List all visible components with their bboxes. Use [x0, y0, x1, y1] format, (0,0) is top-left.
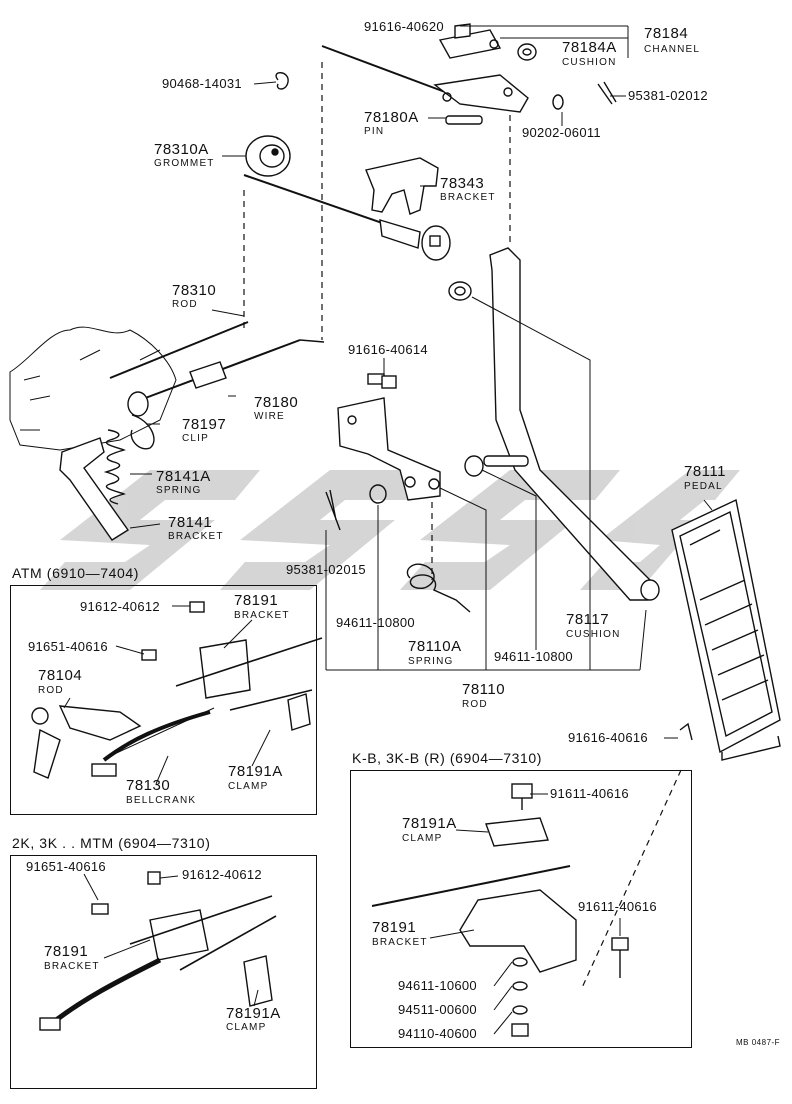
atm-caption-78191A: CLAMP	[228, 781, 269, 792]
pedal-78111	[671, 498, 781, 761]
label-91616-40620: 91616-40620	[364, 19, 444, 34]
atm-label-91612-40612: 91612-40612	[80, 599, 160, 614]
kb-label-94110-40600: 94110-40600	[398, 1026, 477, 1041]
caption-78180A: PIN	[364, 126, 385, 137]
label-90468-14031: 90468-14031	[162, 76, 242, 91]
atm-label-78191A: 78191A	[228, 763, 283, 780]
kb-label-94611-10600: 94611-10600	[398, 978, 477, 993]
caption-78110: ROD	[462, 699, 488, 710]
channel-assembly	[275, 23, 617, 125]
atm-label-91651-40616: 91651-40616	[28, 639, 108, 654]
mtm-caption-78191: BRACKET	[44, 961, 100, 972]
spring-78141A	[103, 429, 126, 505]
bracket-78343	[365, 157, 439, 215]
kb-box-title: K-B, 3K-B (R) (6904—7310)	[352, 750, 543, 766]
label-95381-02015: 95381-02015	[286, 562, 366, 577]
label-78184: 78184	[644, 25, 689, 42]
atm-caption-78104: ROD	[38, 685, 64, 696]
label-91616-40614: 91616-40614	[348, 342, 428, 357]
label-78343: 78343	[440, 175, 485, 192]
caption-78310: ROD	[172, 299, 198, 310]
kb-label-78191A: 78191A	[402, 815, 457, 832]
label-78184A: 78184A	[562, 39, 617, 56]
atm-label-78104: 78104	[38, 667, 83, 684]
kb-caption-78191A: CLAMP	[402, 833, 443, 844]
label-78310: 78310	[172, 282, 217, 299]
label-94611-10800-b: 94611-10800	[494, 649, 573, 664]
atm-caption-78130: BELLCRANK	[126, 795, 197, 806]
label-78310A: 78310A	[154, 141, 209, 158]
mtm-caption-78191A: CLAMP	[226, 1022, 267, 1033]
label-78117: 78117	[566, 611, 610, 628]
spring-78110A	[406, 563, 471, 613]
caption-78111: PEDAL	[684, 481, 723, 492]
label-78197: 78197	[182, 416, 227, 433]
caption-78343: BRACKET	[440, 192, 496, 203]
caption-78184A: CUSHION	[562, 57, 617, 68]
mtm-artwork	[39, 871, 277, 1031]
label-78111: 78111	[684, 463, 726, 480]
mtm-label-91612-40612: 91612-40612	[182, 867, 262, 882]
caption-78180: WIRE	[254, 411, 285, 422]
mtm-box	[10, 855, 317, 1089]
reference-code: MB 0487-F	[736, 1038, 781, 1047]
caption-78184: CHANNEL	[644, 44, 701, 55]
kb-label-94511-00600: 94511-00600	[398, 1002, 477, 1017]
label-95381-02012: 95381-02012	[628, 88, 708, 103]
caption-78141A: SPRING	[156, 485, 202, 496]
caption-78197: CLIP	[182, 433, 210, 444]
label-78110: 78110	[462, 681, 506, 698]
mtm-label-91651-40616: 91651-40616	[26, 859, 106, 874]
atm-label-78130: 78130	[126, 777, 171, 794]
pedal-arm-78110	[448, 247, 660, 601]
atm-artwork	[31, 601, 323, 779]
atm-label-78191: 78191	[234, 592, 279, 609]
atm-box	[10, 585, 317, 815]
engine-block	[9, 326, 177, 451]
atm-box-title: ATM (6910—7404)	[12, 565, 140, 581]
atm-caption-78191: BRACKET	[234, 610, 290, 621]
label-78141: 78141	[168, 514, 213, 531]
kb-label-91611-40616-a: 91611-40616	[550, 786, 629, 801]
rod-and-wire	[109, 321, 325, 450]
label-91616-40616: 91616-40616	[568, 730, 648, 745]
caption-78110A: SPRING	[408, 656, 454, 667]
mtm-box-title: 2K, 3K . . MTM (6904—7310)	[12, 835, 211, 851]
kb-label-91611-40616-b: 91611-40616	[578, 899, 657, 914]
label-90202-06011: 90202-06011	[522, 125, 601, 140]
lever-bracket	[325, 373, 441, 531]
caption-78310A: GROMMET	[154, 158, 215, 169]
label-78180A: 78180A	[364, 109, 419, 126]
mtm-label-78191A: 78191A	[226, 1005, 281, 1022]
bracket-78141	[59, 437, 130, 541]
mtm-label-78191: 78191	[44, 943, 89, 960]
label-78141A: 78141A	[156, 468, 211, 485]
kb-box	[350, 770, 692, 1048]
caption-78141: BRACKET	[168, 531, 224, 542]
label-78180: 78180	[254, 394, 299, 411]
label-94611-10800-a: 94611-10800	[336, 615, 415, 630]
kb-caption-78191: BRACKET	[372, 937, 428, 948]
label-78110A: 78110A	[408, 638, 462, 655]
caption-78117: CUSHION	[566, 629, 621, 640]
kb-label-78191: 78191	[372, 919, 417, 936]
kb-artwork	[371, 783, 629, 1037]
